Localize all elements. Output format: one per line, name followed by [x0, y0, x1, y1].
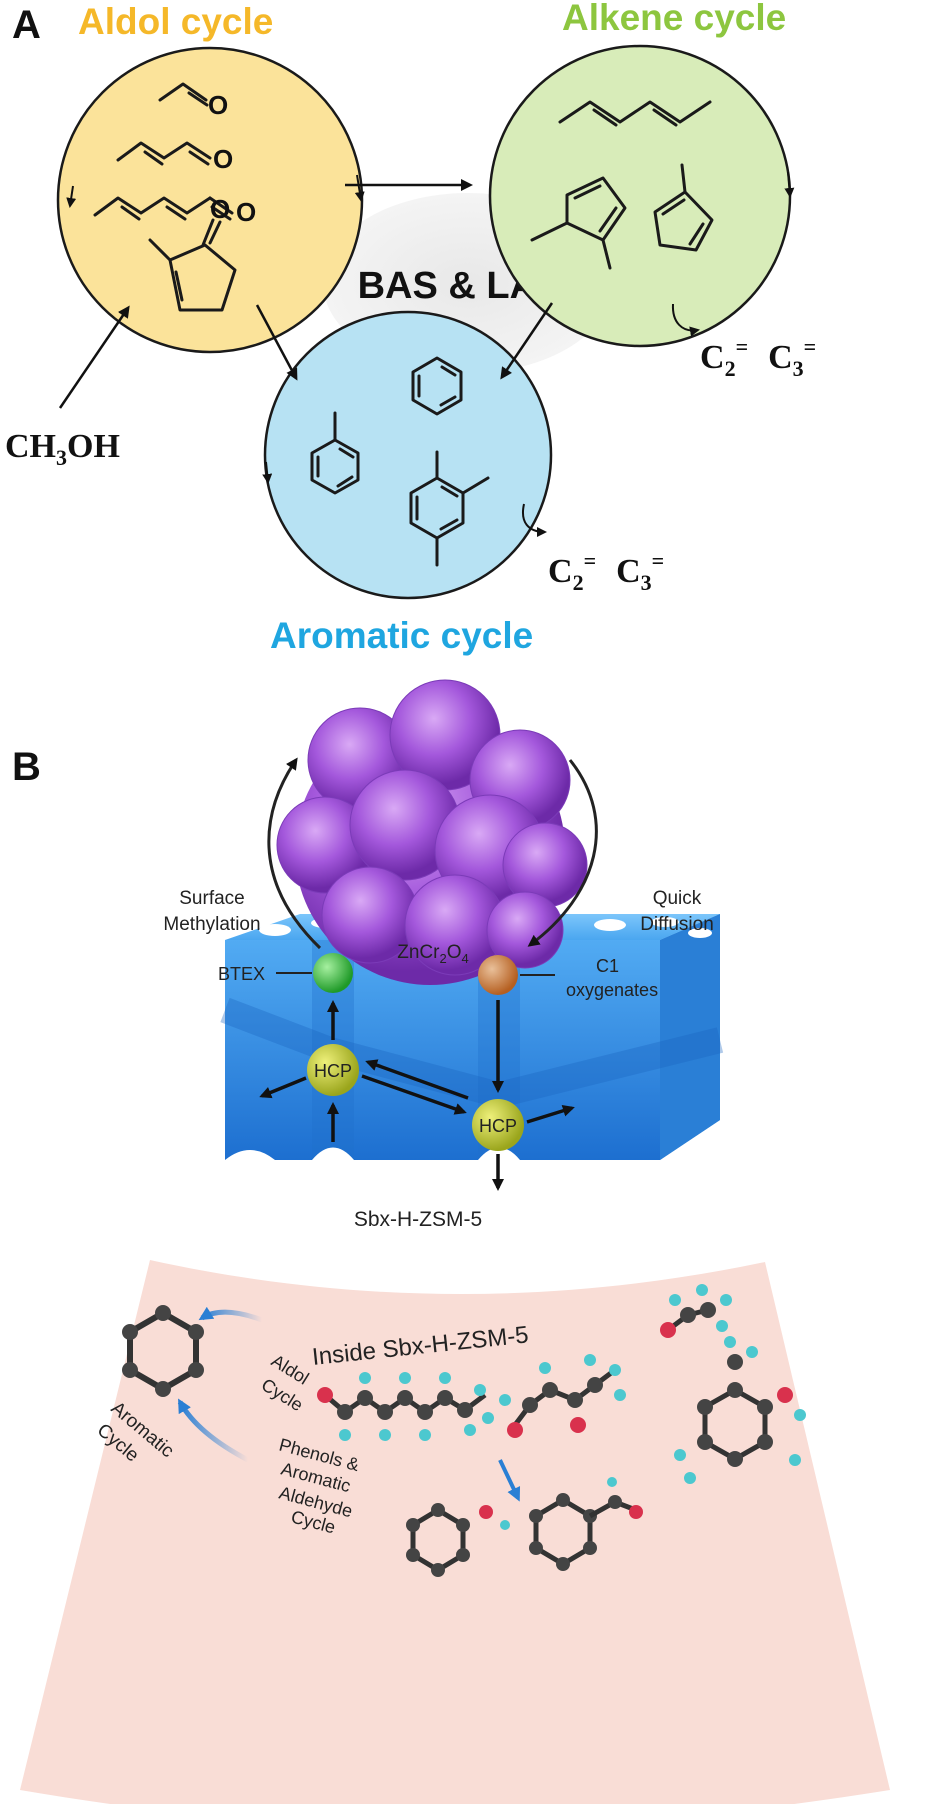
- zeolite-label: Sbx-H-ZSM-5: [354, 1208, 482, 1231]
- aromatic-molecules: [310, 356, 490, 567]
- inside-band: [20, 1260, 890, 1804]
- blue-arrow-phenols-to-aromatic: [177, 1398, 250, 1463]
- zncr2o4-particle: [276, 679, 588, 985]
- surface-methylation-line2: Methylation: [163, 914, 260, 935]
- methanol-label: CH3OH: [5, 428, 120, 470]
- aromatic-cycle-arrowhead-left: [262, 461, 273, 484]
- blue-arrow-down: [498, 1459, 521, 1502]
- c1-label-line2: oxygenates: [566, 980, 658, 1000]
- arrow-hcp-right-out: [526, 1104, 575, 1124]
- quick-diffusion-line2: Diffusion: [640, 914, 714, 935]
- alkene-cycle-title: Alkene cycle: [562, 0, 786, 38]
- quick-diffusion-arrow: [527, 759, 598, 947]
- atom-o: O: [236, 197, 256, 227]
- arrow-aldol-to-aromatic: [255, 304, 298, 381]
- btex-label: BTEX: [218, 964, 265, 984]
- quick-diffusion-line1: Quick: [653, 888, 702, 909]
- methylphenol-ball-model: [674, 1336, 806, 1484]
- surface-methylation-line1: Surface: [179, 888, 244, 909]
- atom-o: O: [208, 90, 228, 120]
- surface-methylation-arrow: [267, 757, 322, 950]
- alkene-molecules: [530, 100, 714, 270]
- arrow-alkene-to-aromatic: [500, 302, 554, 380]
- aldol-chain-ball-model: [317, 1372, 494, 1441]
- zncr2o4-label: ZnCr2O4: [397, 942, 468, 966]
- aldol-cycle-circle: [56, 46, 365, 354]
- aldol-cycle-arrowhead-left: [66, 185, 77, 208]
- phenol-ball-model: [406, 1503, 510, 1577]
- panel-b-label: B: [12, 745, 41, 789]
- aromatic-products-label: C2=C3=: [548, 548, 664, 595]
- aromatic-cycle-title: Aromatic cycle: [270, 615, 533, 656]
- alkene-cycle-arrowhead-right: [784, 171, 795, 198]
- benzaldehyde-ball-model: [529, 1477, 643, 1571]
- alkene-products-label: C2=C3=: [700, 334, 816, 381]
- hcp-left-label: HCP: [314, 1061, 352, 1081]
- aldol-molecules: O O O O: [93, 82, 256, 312]
- btex-sphere: [313, 953, 353, 993]
- arrow-hcp-right-to-left: [365, 1059, 469, 1100]
- acetaldehyde-ball-model: [660, 1284, 732, 1338]
- aldol-cycle-arrowhead-right: [354, 174, 365, 202]
- aromatic-product-arrow: [522, 503, 547, 537]
- aromatic-cycle-circle: [262, 310, 553, 600]
- blue-arrow-aldol-to-aromatic: [198, 1306, 263, 1323]
- arrow-methanol-feed: [58, 305, 130, 409]
- alkene-product-arrow: [671, 303, 700, 337]
- atom-o: O: [213, 144, 233, 174]
- c1-oxygenate-sphere: [478, 955, 518, 995]
- aldol-cycle-title: Aldol cycle: [78, 1, 273, 42]
- arrow-hcp-left-to-right: [361, 1074, 467, 1115]
- arrow-hcp-left-out: [259, 1076, 307, 1099]
- aldol-intermediate-ball-model: [499, 1354, 626, 1438]
- benzene-ball-model: [122, 1305, 204, 1397]
- panel-a-label: A: [12, 3, 41, 47]
- atom-o: O: [210, 194, 230, 224]
- hcp-right-label: HCP: [479, 1116, 517, 1136]
- alkene-cycle-circle: [488, 44, 795, 348]
- c1-label-line1: C1: [596, 956, 619, 976]
- hcp-sphere-right: [472, 1099, 524, 1151]
- hcp-sphere-left: [307, 1044, 359, 1096]
